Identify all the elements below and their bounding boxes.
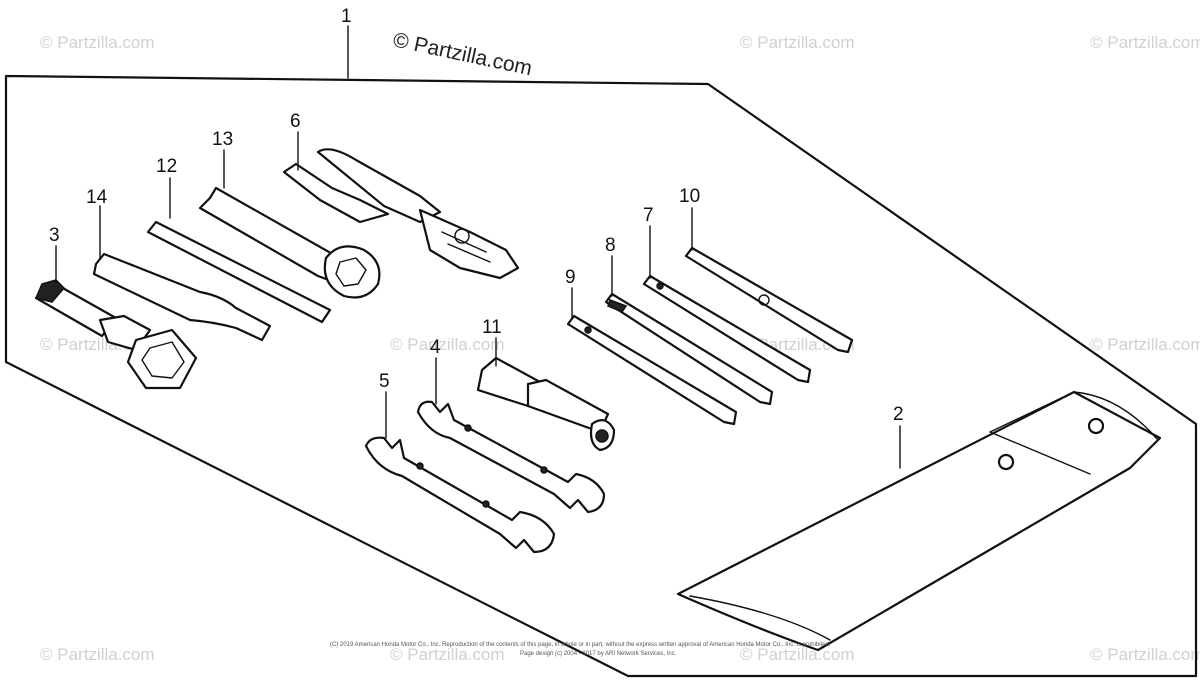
- pliers-6[interactable]: [282, 148, 520, 280]
- open-end-wrench-5[interactable]: [364, 436, 556, 554]
- extension-bar-11[interactable]: [476, 356, 616, 452]
- spark-plug-gauge-10[interactable]: [684, 246, 854, 354]
- screwdriver-7[interactable]: [642, 274, 812, 384]
- watermark-tile: © Partzilla.com: [740, 645, 855, 664]
- watermark-tile: © Partzilla.com: [1090, 33, 1200, 52]
- callout-12[interactable]: 12: [156, 156, 177, 177]
- partzilla-watermark: © Partzilla.com: [391, 28, 534, 80]
- callout-8[interactable]: 8: [605, 235, 616, 256]
- callout-3[interactable]: 3: [49, 225, 60, 246]
- callout-4[interactable]: 4: [430, 337, 441, 358]
- copyright-line: (C) 2019 American Honda Motor Co., Inc. …: [330, 642, 831, 648]
- tool-kit-outline: [4, 74, 1198, 678]
- callout-9[interactable]: 9: [565, 267, 576, 288]
- watermark-tile: © Partzilla.com: [1090, 645, 1200, 664]
- screwdriver-9[interactable]: [566, 314, 738, 426]
- watermark-tile: © Partzilla.com: [40, 645, 155, 664]
- watermark-tile: © Partzilla.com: [390, 335, 505, 354]
- callout-5[interactable]: 5: [379, 371, 390, 392]
- tool-bag-2[interactable]: [676, 390, 1162, 652]
- plug-wrench-3[interactable]: [34, 279, 198, 390]
- watermark-tile: © Partzilla.com: [740, 33, 855, 52]
- callout-13[interactable]: 13: [212, 129, 233, 150]
- callout-6[interactable]: 6: [290, 111, 301, 132]
- watermark-tile: © Partzilla.com: [390, 645, 505, 664]
- watermark-tiles: © Partzilla.com © Partzilla.com © Partzi…: [40, 33, 1200, 664]
- callout-14[interactable]: 14: [86, 187, 108, 208]
- screwdriver-handle-12[interactable]: [146, 220, 332, 324]
- watermark-tile: © Partzilla.com: [1090, 335, 1200, 354]
- page-design-line: Page design (c) 2004 - 2017 by ARI Netwo…: [520, 651, 677, 657]
- callout-10[interactable]: 10: [679, 186, 700, 207]
- screwdriver-8[interactable]: [604, 292, 774, 406]
- box-wrench-13[interactable]: [198, 186, 381, 299]
- callout-11[interactable]: 11: [482, 317, 502, 338]
- callout-1[interactable]: 1: [341, 6, 352, 27]
- pin-spanner-14[interactable]: [92, 252, 272, 342]
- watermark-tile: © Partzilla.com: [40, 33, 155, 52]
- callout-7[interactable]: 7: [643, 205, 654, 226]
- open-end-wrench-4[interactable]: [416, 400, 606, 514]
- callout-2[interactable]: 2: [893, 404, 904, 425]
